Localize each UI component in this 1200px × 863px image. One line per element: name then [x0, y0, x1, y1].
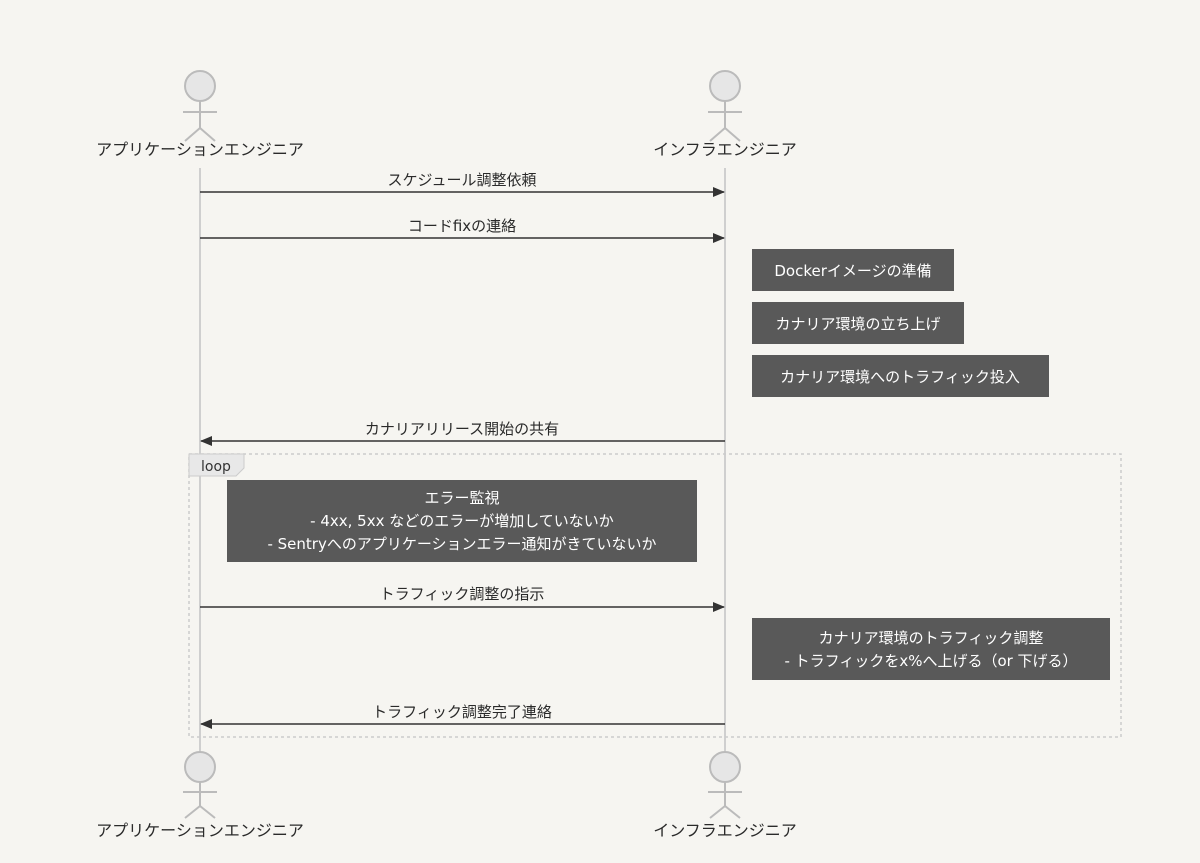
note-box [752, 618, 1110, 680]
note-box [752, 249, 954, 291]
note-box [227, 480, 697, 562]
note-4: エラー監視 - 4xx, 5xx などのエラーが増加していないか - Sentr… [227, 480, 697, 562]
note-text: - Sentryへのアプリケーションエラー通知がきていないか [267, 535, 656, 553]
note-text: カナリア環境へのトラフィック投入 [780, 368, 1020, 386]
loop-box [188, 453, 1122, 738]
loop-frame: loop [188, 453, 1122, 738]
stick-figure-icon [183, 751, 217, 819]
note-text: エラー監視 [424, 489, 499, 507]
actor-label-infra: インフラエンジニア [653, 140, 797, 159]
note-box [752, 302, 964, 344]
message-label: トラフィック調整完了連絡 [372, 703, 552, 721]
actor-label-app: アプリケーションエンジニア [96, 140, 304, 159]
loop-label: loop [201, 459, 231, 475]
message-4: トラフィック調整の指示 [200, 585, 725, 612]
message-label: カナリアリリース開始の共有 [365, 420, 559, 438]
note-text: - トラフィックをx%へ上げる（or 下げる） [784, 652, 1077, 670]
note-3: カナリア環境へのトラフィック投入 [752, 355, 1049, 397]
message-label: スケジュール調整依頼 [388, 171, 537, 189]
actor-label-infra-bottom: インフラエンジニア [653, 821, 797, 840]
note-1: Dockerイメージの準備 [752, 249, 954, 291]
note-text: カナリア環境の立ち上げ [775, 315, 940, 333]
loop-tab [188, 453, 245, 477]
actor-app-top: アプリケーションエンジニア [96, 70, 304, 159]
actor-infra-bottom: インフラエンジニア [653, 751, 797, 840]
note-text: カナリア環境のトラフィック調整 [819, 629, 1044, 647]
stick-figure-icon [183, 70, 217, 142]
actor-label-app-bottom: アプリケーションエンジニア [96, 821, 304, 840]
stick-figure-icon [708, 751, 742, 819]
message-5: トラフィック調整完了連絡 [200, 703, 725, 729]
message-1: スケジュール調整依頼 [200, 171, 725, 197]
note-2: カナリア環境の立ち上げ [752, 302, 964, 344]
note-box [752, 355, 1049, 397]
actor-app-bottom: アプリケーションエンジニア [96, 751, 304, 840]
message-3: カナリアリリース開始の共有 [200, 420, 725, 446]
note-text: - 4xx, 5xx などのエラーが増加していないか [310, 512, 614, 530]
message-label: コードfixの連絡 [408, 217, 516, 235]
actor-infra-top: インフラエンジニア [653, 70, 797, 159]
note-text: Dockerイメージの準備 [774, 262, 931, 280]
stick-figure-icon [708, 70, 742, 142]
message-2: コードfixの連絡 [200, 217, 725, 243]
note-5: カナリア環境のトラフィック調整 - トラフィックをx%へ上げる（or 下げる） [752, 618, 1110, 680]
message-label: トラフィック調整の指示 [380, 585, 545, 603]
